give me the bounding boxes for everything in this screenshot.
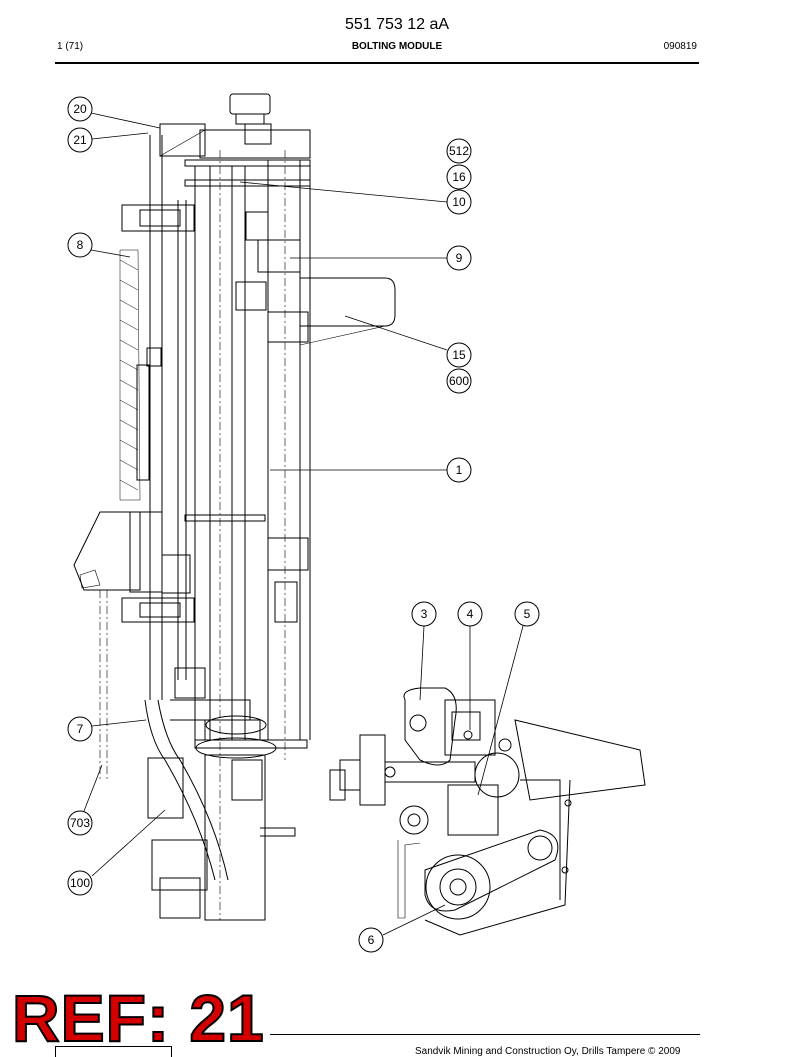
callout-label: 21: [73, 133, 87, 147]
callout-label: 20: [73, 102, 87, 116]
sandvik-logo: [55, 1046, 172, 1057]
document-number: 551 753 12 aA: [344, 16, 450, 33]
callout-10: 10: [446, 189, 472, 215]
callout-21: 21: [67, 127, 93, 153]
callout-label: 8: [77, 238, 84, 252]
footer-copyright: Sandvik Mining and Construction Oy, Dril…: [415, 1046, 681, 1057]
callout-8: 8: [67, 232, 93, 258]
callout-100: 100: [67, 870, 93, 896]
document-title: BOLTING MODULE: [351, 41, 443, 52]
callout-label: 15: [452, 348, 466, 362]
callout-label: 5: [524, 607, 531, 621]
header-rule: [55, 62, 699, 64]
callout-15: 15: [446, 342, 472, 368]
callout-label: 512: [449, 144, 469, 158]
callout-7: 7: [67, 716, 93, 742]
document-date: 090819: [663, 41, 697, 52]
callout-label: 100: [70, 876, 90, 890]
mast-assembly: [73, 93, 396, 921]
callout-label: 7: [77, 722, 84, 736]
callout-label: 1: [456, 463, 463, 477]
callout-label: 10: [452, 195, 466, 209]
callout-4: 4: [457, 601, 483, 627]
callout-16: 16: [446, 164, 472, 190]
callout-label: 9: [456, 251, 463, 265]
callout-label: 16: [452, 170, 466, 184]
callout-703: 703: [67, 810, 93, 836]
callout-label: 4: [467, 607, 474, 621]
ref-stamp: REF: 21: [11, 981, 265, 1055]
footer-rule: [270, 1034, 700, 1035]
callout-20: 20: [67, 96, 93, 122]
page-reference: 1 (71): [57, 41, 84, 52]
callout-label: 3: [421, 607, 428, 621]
callout-600: 600: [446, 368, 472, 394]
callout-5: 5: [514, 601, 540, 627]
callout-9: 9: [446, 245, 472, 271]
callout-1: 1: [446, 457, 472, 483]
callout-label: 600: [449, 374, 469, 388]
callout-label: 6: [368, 933, 375, 947]
callout-3: 3: [411, 601, 437, 627]
callout-label: 703: [70, 816, 90, 830]
drill-head-detail: [329, 687, 646, 936]
callout-512: 512: [446, 138, 472, 164]
callout-6: 6: [358, 927, 384, 953]
leader-lines: [83, 112, 524, 936]
